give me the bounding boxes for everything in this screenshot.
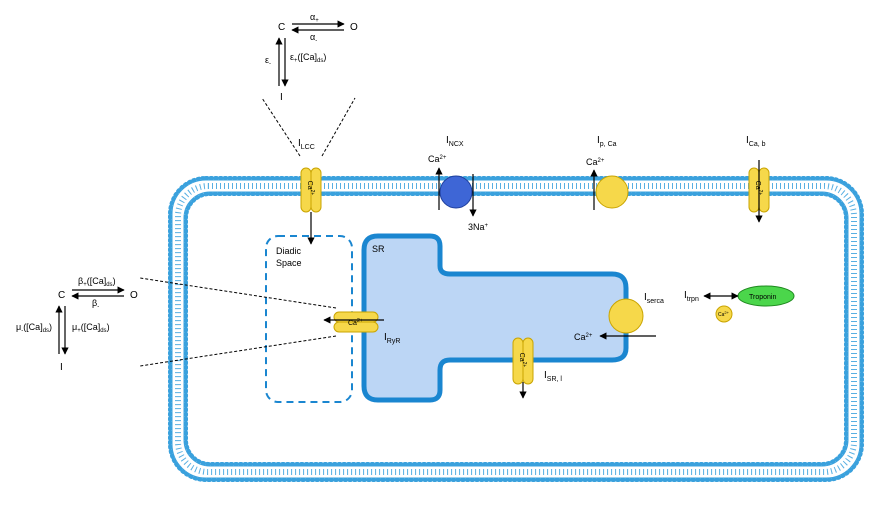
ryr-channel: Ca2+ IRyR [139,277,400,367]
ncx-ca-label: Ca2+ [428,154,447,164]
lcc-current-label: ILCC [298,138,315,151]
lcc-ion-sup: 2+ [309,190,315,196]
ryr-ion-label: Ca2+ [348,318,363,327]
ryr-state-c: C [58,290,65,301]
cab-ion-sup: 2+ [757,190,763,196]
troponin-label: Troponin [749,294,776,301]
serca-ion-label: Ca2+ [574,332,593,342]
pca-current-label: Ip, Ca [597,135,617,148]
ryr-kinetic-scheme: C O I β+([Ca]ds) β- μ-([Ca]ds) μ+([Ca]ds… [16,276,138,373]
ryr-beta-minus: β- [92,298,99,310]
ryr-mu-plus: μ+([Ca]ds) [72,322,110,334]
pca-pump: Ip, Ca Ca2+ [586,135,629,210]
lcc-state-c: C [278,22,285,33]
ncx-na-label: 3Na+ [468,222,489,232]
cell-membrane [168,176,864,482]
cab-ion: Ca [754,181,761,190]
lcc-alpha-plus: α+ [310,12,319,24]
srl-ion: Ca [518,353,525,362]
lcc-eps-plus: ε+([Ca]ds) [290,52,326,64]
svg-text:Ca2+: Ca2+ [754,181,763,196]
pca-ion-label: Ca2+ [586,157,605,167]
lcc-kinetic-scheme: C O I α+ α- ε- ε+([Ca]ds) [265,12,358,103]
serca-current-label: Iserca [644,292,664,305]
ryr-state-o: O [130,290,138,301]
ncx-exchanger: INCX Ca2+ 3Na+ [428,135,489,232]
lcc-eps-minus: ε- [265,55,271,67]
serca-pump: Iserca Ca2+ [574,292,664,342]
ryr-mu-minus: μ-([Ca]ds) [16,322,52,334]
diadic-label-line1: Diadic [276,246,302,256]
lcc-state-o: O [350,22,358,33]
lcc-alpha-minus: α- [310,32,317,44]
ncx-current-label: INCX [446,135,464,148]
ryr-current-label: IRyR [384,332,400,345]
srl-current-label: ISR, l [544,370,562,383]
svg-text:Ca2+: Ca2+ [306,181,315,196]
trpn-current-label: Itrpn [684,290,699,303]
diadic-space: Diadic Space [265,235,353,403]
lcc-ion: Ca [306,181,313,190]
bound-ca-label: Ca2+ [718,310,730,318]
cab-current-label: ICa, b [746,135,766,148]
sr-label: SR [372,244,385,254]
svg-text:Ca2+: Ca2+ [518,353,527,368]
troponin-buffer: Troponin Itrpn Ca2+ [684,285,795,323]
cab-channel: Ca2+ ICa, b [746,135,770,223]
ryr-state-i: I [60,362,63,373]
sr-leak-channel: Ca2+ ISR, l [512,337,562,399]
lcc-state-i: I [280,92,283,103]
diadic-label-line2: Space [276,258,302,268]
srl-ion-sup: 2+ [521,362,527,368]
lcc-channel: Ca2+ ILCC [261,97,356,245]
ryr-beta-plus: β+([Ca]ds) [78,276,116,288]
sarcoplasmic-reticulum: SR [361,233,629,403]
